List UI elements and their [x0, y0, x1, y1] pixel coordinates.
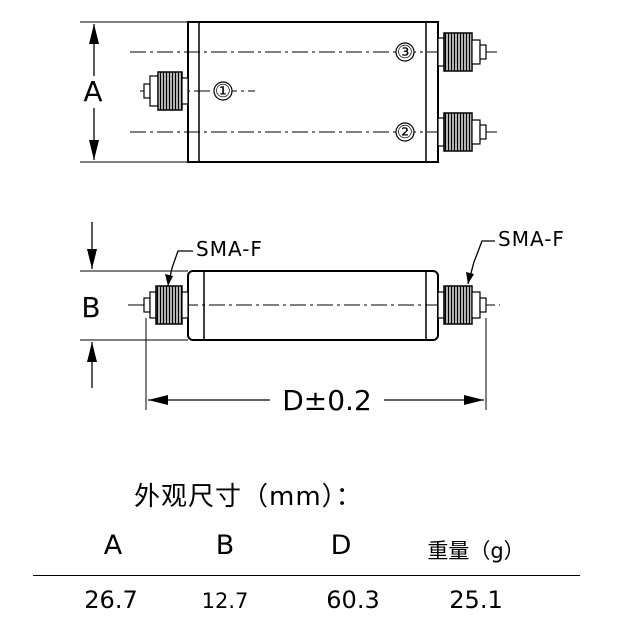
header-weight: 重量（g） — [427, 539, 525, 563]
connector-right-label: SMA-F — [498, 227, 565, 251]
value-b: 12.7 — [201, 589, 249, 613]
connector-left-label: SMA-F — [196, 237, 263, 261]
connector-port-1 — [143, 71, 189, 111]
port-2-label: ② — [397, 122, 413, 143]
dimension-d-label: D±0.2 — [282, 384, 372, 417]
side-view: B SMA-F SMA-F — [80, 222, 565, 417]
header-d: D — [330, 530, 352, 561]
port-3-label: ③ — [397, 42, 413, 63]
connector-side-left — [143, 285, 189, 325]
connector-port-2 — [437, 112, 487, 152]
dimensions-caption: 外观尺寸（mm）： — [134, 482, 363, 512]
value-weight: 25.1 — [449, 586, 503, 614]
connector-port-3 — [437, 32, 487, 72]
table-divider — [33, 575, 580, 576]
value-a: 26.7 — [84, 586, 138, 614]
port-1-label: ① — [215, 81, 231, 102]
header-a: A — [103, 530, 123, 561]
header-b: B — [215, 530, 235, 561]
dimension-b-label: B — [81, 291, 100, 324]
value-d: 60.3 — [326, 586, 380, 614]
top-view: A ① ② — [78, 21, 498, 163]
connector-side-right — [437, 285, 487, 325]
dimension-a-label: A — [83, 75, 102, 108]
mechanical-drawing: A ① ② — [78, 21, 565, 417]
